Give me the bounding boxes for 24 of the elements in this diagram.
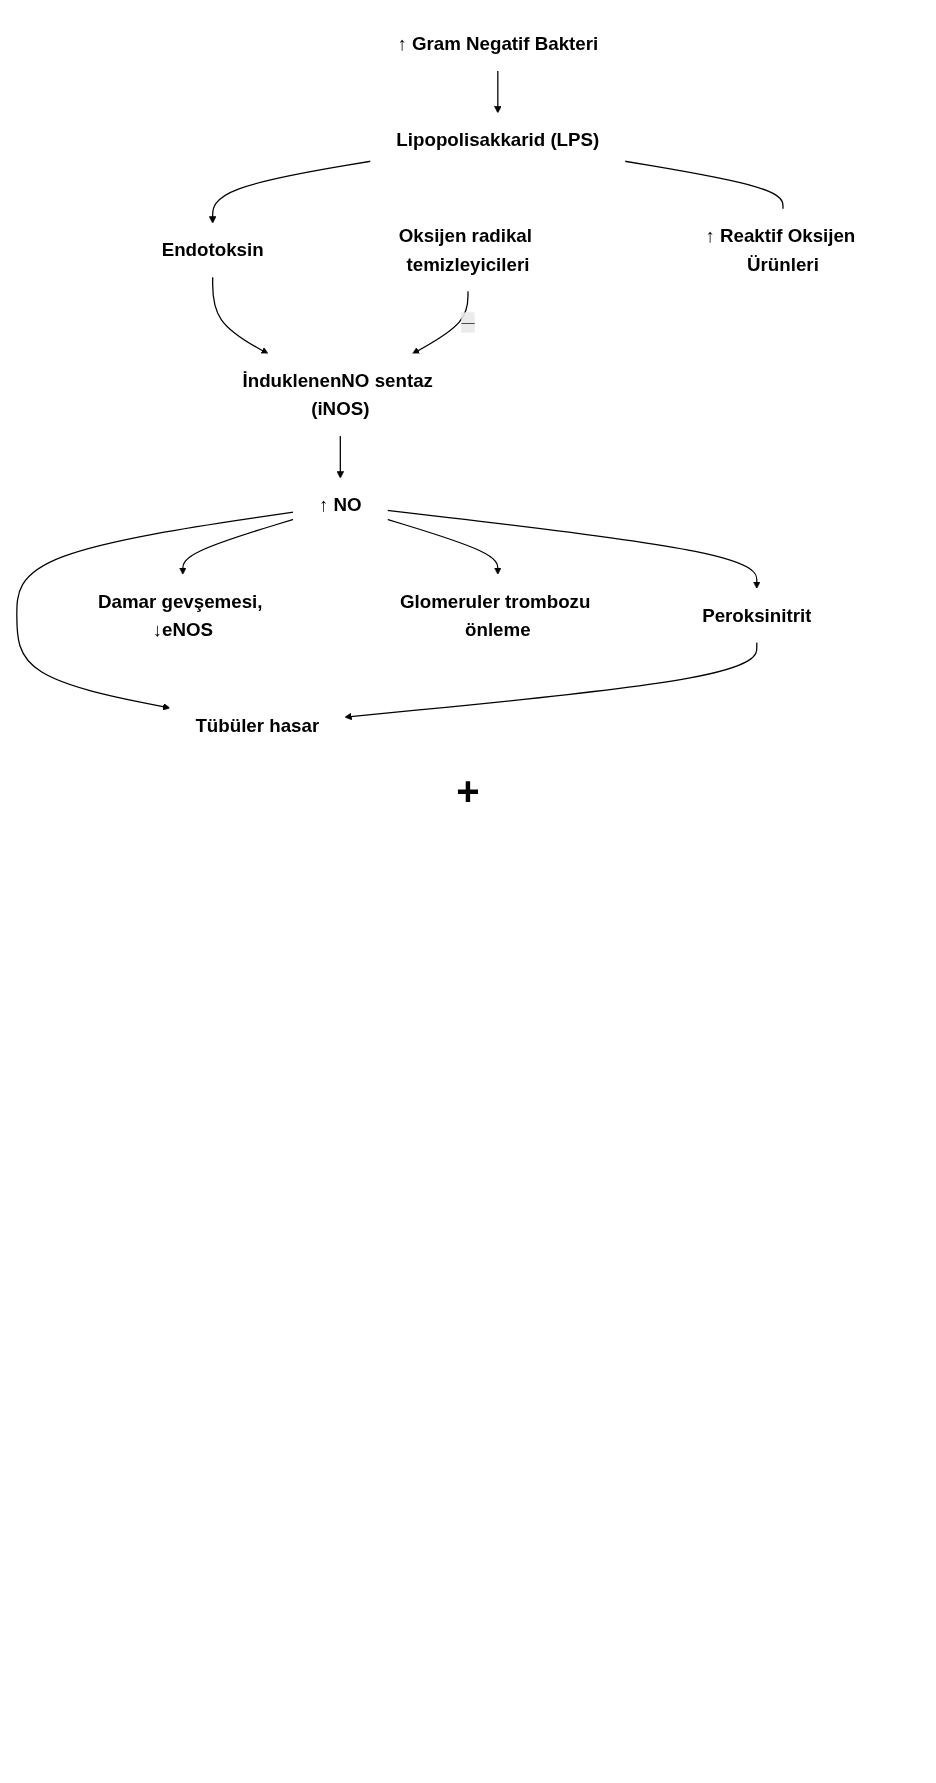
connector (624, 160, 784, 210)
node-text: ↑ Reaktif Oksijen Ürünleri (705, 225, 856, 275)
arrow (16, 511, 295, 711)
node-text: Oksijen radikal temizleyicileri (398, 225, 532, 275)
node-text: ↑ NO (318, 494, 362, 516)
edge-label: — (461, 314, 475, 330)
node-text: Glomeruler trombozu önleme (400, 590, 591, 640)
arrow (212, 276, 269, 355)
arrow (386, 509, 761, 589)
arrow (386, 518, 502, 575)
node-text: Lipopolisakkarid (LPS) (396, 129, 600, 151)
arrow (494, 69, 502, 114)
plus-sign: + (455, 769, 481, 815)
node-text: ↑ Gram Negatif Bakteri (397, 32, 599, 55)
node-text: Tübüler hasar (195, 714, 320, 737)
arrow (336, 435, 345, 479)
node-text: Peroksinitrit (702, 604, 812, 626)
arrow (412, 290, 469, 355)
node-text: Damar gevşemesi, ↓eNOS (97, 590, 263, 640)
arrow (208, 160, 372, 224)
arrow (344, 641, 758, 721)
node-text: İnduklenenNO sentaz (iNOS) (242, 370, 433, 420)
arrow (179, 518, 295, 575)
node-text: Endotoksin (161, 239, 264, 261)
